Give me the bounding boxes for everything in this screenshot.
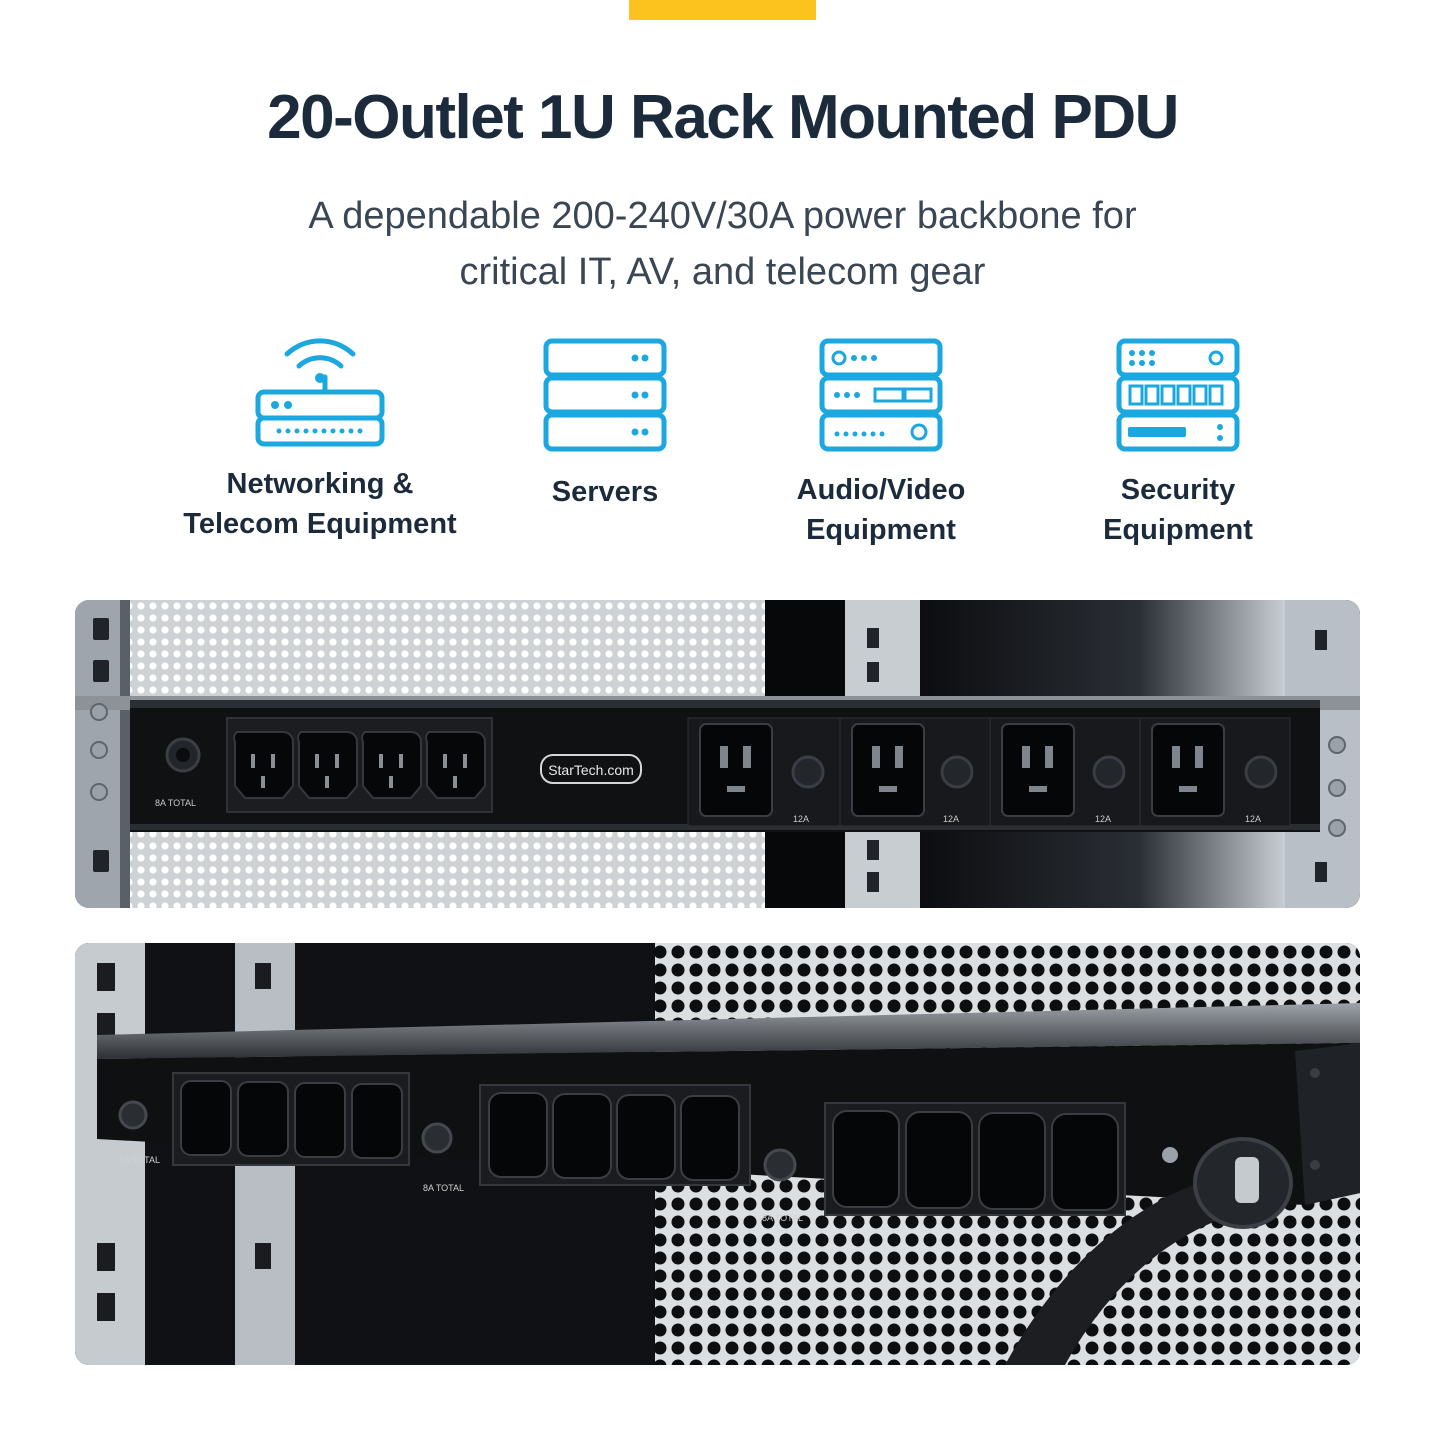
category-label-line-1: Security: [1120, 474, 1236, 506]
total-label: 8A TOTAL: [119, 1155, 160, 1165]
category-label-line-1: Audio/Video: [796, 474, 966, 506]
category-security: Security Equipment: [1060, 338, 1296, 550]
breaker-label: 12A: [943, 814, 959, 824]
total-label: 8A TOTAL: [155, 798, 196, 808]
category-servers: Servers: [485, 338, 725, 512]
wifi-router-icon: [255, 338, 385, 447]
breaker-label: 12A: [1095, 814, 1111, 824]
brand-logo: StarTech.com: [548, 762, 634, 778]
breaker-label: 12A: [793, 814, 809, 824]
breaker-label: 12A: [1245, 814, 1261, 824]
av-rack-icon: [819, 338, 943, 452]
category-audio-video: Audio/Video Equipment: [750, 338, 1012, 550]
photo-pdu-front: 8A TOTAL StarTech.com 12A: [75, 600, 1360, 908]
page-subtitle: A dependable 200-240V/30A power backbone…: [200, 188, 1245, 300]
photo-pdu-angled: 8A TOTAL 8A TOTAL 8A TOTAL: [75, 943, 1360, 1365]
total-label: 8A TOTAL: [762, 1213, 803, 1223]
category-networking: Networking & Telecom Equipment: [170, 322, 470, 544]
subtitle-line-1: A dependable 200-240V/30A power backbone…: [308, 195, 1137, 237]
category-label-line-2: Equipment: [806, 514, 956, 546]
category-label-line-2: Telecom Equipment: [183, 508, 457, 540]
security-rack-icon: [1116, 338, 1240, 452]
category-label-line-1: Servers: [551, 476, 659, 508]
category-label-line-2: Equipment: [1103, 514, 1253, 546]
page-title: 20-Outlet 1U Rack Mounted PDU: [267, 83, 1179, 152]
subtitle-line-2: critical IT, AV, and telecom gear: [459, 251, 986, 293]
total-label: 8A TOTAL: [423, 1183, 464, 1193]
category-label-line-1: Networking &: [226, 468, 414, 500]
accent-bar: [629, 0, 816, 20]
server-stack-icon: [543, 338, 667, 452]
